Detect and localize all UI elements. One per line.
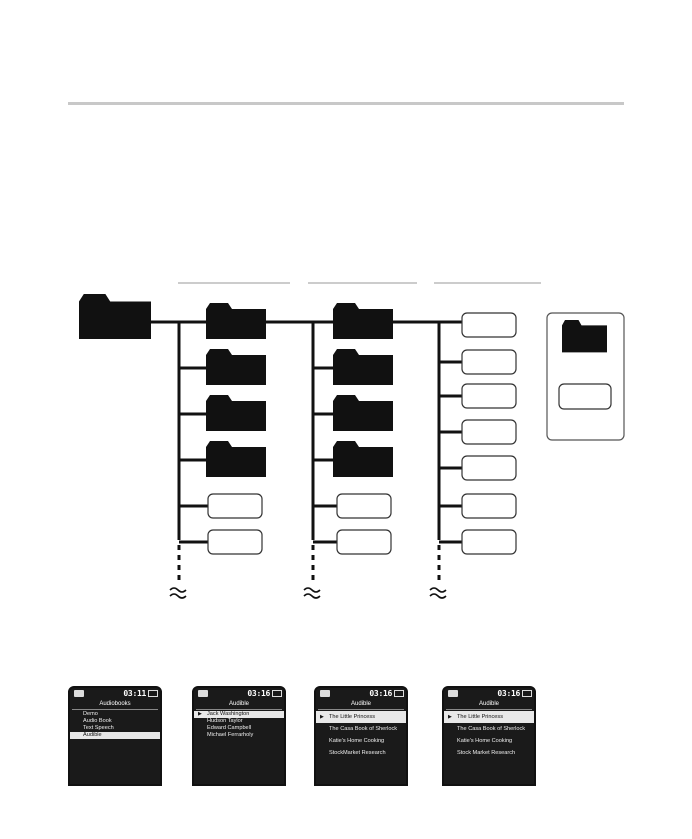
file-icon — [461, 312, 517, 338]
list-item-label: Audible — [83, 732, 102, 738]
legend-file-icon — [558, 383, 612, 410]
top-rule — [68, 102, 624, 105]
list-item-label: Katie's Home Cooking — [457, 738, 513, 744]
tree-column-1 — [169, 303, 266, 599]
folder-icon — [206, 303, 266, 339]
list-item[interactable]: StockMarket Research — [316, 747, 406, 759]
list-item[interactable]: Hudson Taylor — [194, 718, 284, 725]
list-item-label: Stock Market Research — [457, 750, 516, 756]
file-icon — [461, 383, 517, 409]
list-item-label: Audio Book — [83, 718, 112, 724]
list-item[interactable]: Katie's Home Cooking — [316, 735, 406, 747]
screen-title: Audible — [318, 700, 404, 710]
mode-icon — [74, 690, 84, 697]
clock-readout: 03:16 — [369, 689, 392, 698]
tree-column-3 — [429, 312, 517, 599]
clock-readout: 03:16 — [497, 689, 520, 698]
break-icon — [303, 587, 321, 599]
clock-readout: 03:16 — [247, 689, 270, 698]
folder-icon — [333, 349, 393, 385]
list-item[interactable]: Edward Campbell — [194, 725, 284, 732]
screen-title: Audiobooks — [72, 700, 158, 710]
clock-readout: 03:11 — [123, 689, 146, 698]
battery-icon — [148, 690, 158, 697]
file-icon — [336, 493, 392, 519]
battery-icon — [522, 690, 532, 697]
list-item-label: Text Speech — [83, 725, 114, 731]
folder-icon — [206, 349, 266, 385]
screen-title: Audible — [446, 700, 532, 710]
root-folder-icon — [79, 294, 151, 339]
mode-icon — [448, 690, 458, 697]
list-item-label: Demo — [83, 711, 98, 717]
file-icon — [461, 455, 517, 481]
list-item[interactable]: ▶ The Little Princess — [444, 711, 534, 723]
list-item-label: Jack Washington — [207, 711, 250, 717]
tree-column-2 — [303, 303, 393, 599]
list-item-label: Hudson Taylor — [207, 718, 243, 724]
list-item[interactable]: Audio Book — [70, 718, 160, 725]
folder-icon — [333, 303, 393, 339]
list-item-label: StockMarket Research — [329, 750, 386, 756]
list-item[interactable]: Stock Market Research — [444, 747, 534, 759]
list-item[interactable]: Demo — [70, 711, 160, 718]
status-bar: 03:16 — [444, 688, 534, 700]
legend-box — [546, 312, 625, 441]
folder-icon — [206, 395, 266, 431]
status-bar: 03:16 — [316, 688, 406, 700]
list-item-label: The Casa Book of Sherlock — [329, 726, 398, 732]
list-item-label: Katie's Home Cooking — [329, 738, 385, 744]
cursor-icon: ▶ — [198, 711, 202, 717]
file-icon — [207, 493, 263, 519]
file-icon — [461, 419, 517, 445]
file-icon — [336, 529, 392, 555]
list-item-label: The Little Princess — [329, 714, 376, 720]
list-item[interactable]: Audible — [70, 732, 160, 739]
break-icon — [429, 587, 447, 599]
list-item[interactable]: ▶ Jack Washington — [194, 711, 284, 718]
folder-icon — [206, 441, 266, 477]
list-item-label: The Little Princess — [457, 714, 504, 720]
list-item-label: Michael Ferrarholy — [207, 732, 254, 738]
status-bar: 03:11 — [70, 688, 160, 700]
list-item[interactable]: Michael Ferrarholy — [194, 732, 284, 739]
mode-icon — [198, 690, 208, 697]
list-item[interactable]: The Casa Book of Sherlock — [316, 723, 406, 735]
battery-icon — [272, 690, 282, 697]
list-item[interactable]: Text Speech — [70, 725, 160, 732]
folder-icon — [333, 395, 393, 431]
list-item-label: The Casa Book of Sherlock — [457, 726, 526, 732]
list-item[interactable]: ▶ The Little Princess — [316, 711, 406, 723]
mode-icon — [320, 690, 330, 697]
cursor-icon: ▶ — [448, 714, 452, 720]
list-item[interactable]: Katie's Home Cooking — [444, 735, 534, 747]
folder-icon — [333, 441, 393, 477]
status-bar: 03:16 — [194, 688, 284, 700]
file-icon — [207, 529, 263, 555]
file-icon — [461, 529, 517, 555]
file-icon — [461, 493, 517, 519]
screen-title: Audible — [196, 700, 282, 710]
cursor-icon: ▶ — [320, 714, 324, 720]
battery-icon — [394, 690, 404, 697]
list-item[interactable]: The Casa Book of Sherlock — [444, 723, 534, 735]
file-icon — [461, 349, 517, 375]
break-icon — [169, 587, 187, 599]
list-item-label: Edward Campbell — [207, 725, 252, 731]
